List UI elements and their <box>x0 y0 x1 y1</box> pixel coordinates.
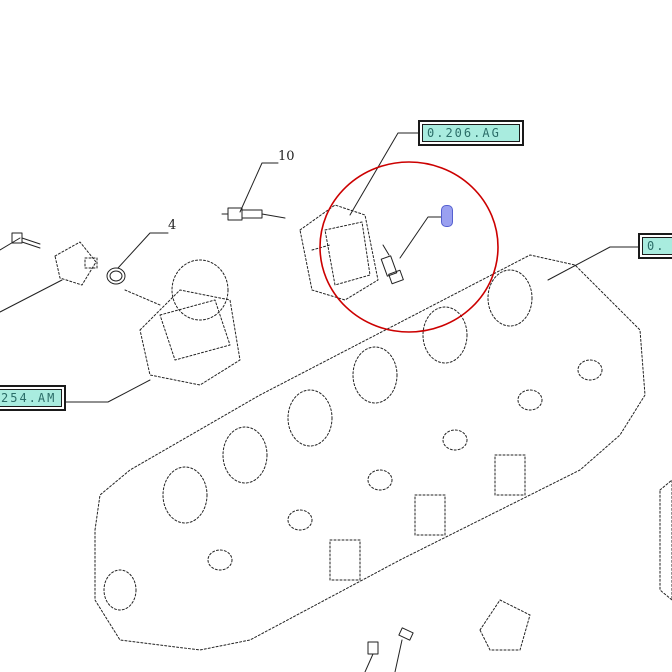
bracket-icon[interactable] <box>54 241 98 286</box>
o-ring-icon[interactable] <box>106 267 126 285</box>
bracket-block[interactable] <box>299 204 379 301</box>
highlight-circle <box>319 161 499 333</box>
leader-lines <box>0 132 641 403</box>
highlight-marker-icon[interactable] <box>441 205 453 227</box>
sensor-8-icon[interactable] <box>380 244 404 285</box>
reference-top[interactable]: 0.206.AG <box>418 120 524 146</box>
cylinder-head-icon <box>94 254 672 651</box>
bottom-bolts <box>364 627 414 672</box>
callout-10: 10 <box>278 149 295 164</box>
sensor-icon[interactable] <box>221 207 286 221</box>
callout-4: 4 <box>168 218 177 233</box>
thermostat-housing[interactable] <box>124 259 241 386</box>
bolt-icon[interactable] <box>11 232 41 249</box>
reference-left[interactable]: 254.AM <box>0 385 66 411</box>
reference-right[interactable]: 0. <box>638 233 672 259</box>
